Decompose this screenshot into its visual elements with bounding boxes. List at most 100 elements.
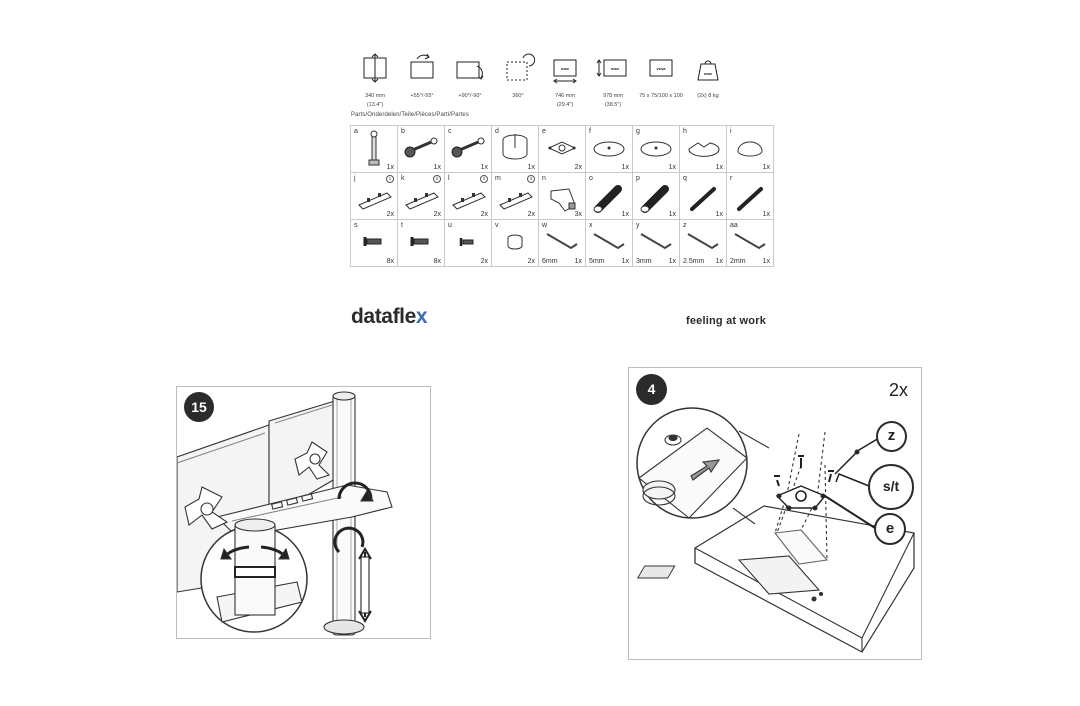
part-quantity: 1x <box>668 258 676 265</box>
spec-item: 360° <box>495 52 541 101</box>
spec-item: 340 mm (13.4") <box>352 52 398 110</box>
quantity-label: 2x <box>888 380 908 400</box>
part-quantity: 1x <box>715 211 723 218</box>
part-quantity: 1x <box>621 164 629 171</box>
spec-label: 360° <box>512 93 524 99</box>
part-letter: k <box>401 175 405 182</box>
part-quantity: 2x <box>527 258 535 265</box>
part-cell: b 1x <box>398 126 445 173</box>
svg-text:max: max <box>561 66 570 71</box>
long-bolt-icon <box>690 187 716 211</box>
part-letter: s <box>354 222 358 229</box>
brand-name-main: datafle <box>351 305 416 328</box>
part-cell: v 2x <box>492 220 539 267</box>
part-letter: q <box>683 175 687 182</box>
vesa-mount-illustration <box>636 407 915 653</box>
part-letter: p <box>636 175 640 182</box>
part-cell: q 1x <box>680 173 727 220</box>
part-quantity: 8x <box>386 258 394 265</box>
height-adjust-icon <box>363 53 387 83</box>
part-cell: a 1x <box>351 126 398 173</box>
part-quantity: 8x <box>433 258 441 265</box>
vesa-plate-icon <box>547 141 577 155</box>
part-quantity: 1x <box>386 164 394 171</box>
rotate-icon <box>456 61 484 80</box>
max-width-icon: max <box>553 59 577 84</box>
part-quantity: 1x <box>433 164 441 171</box>
spec-label: 746 mm (29.4") <box>555 93 575 108</box>
screw-icon <box>363 237 382 246</box>
vesa-icon: vesa <box>649 59 673 77</box>
cable-clip-icon <box>550 188 576 212</box>
spec-label: +90°/-90° <box>458 93 482 99</box>
part-size: 2.5mm <box>683 258 705 265</box>
part-letter: a <box>354 128 358 135</box>
pole-icon <box>368 130 380 166</box>
dome-cap-icon <box>737 141 763 157</box>
part-quantity: 2x <box>433 211 441 218</box>
arm-icon <box>451 137 485 158</box>
part-letter: u <box>448 222 452 229</box>
part-letter: l <box>448 175 450 182</box>
part-quantity: 1x <box>762 164 770 171</box>
part-quantity: 1x <box>668 211 676 218</box>
spec-label: 75 x 75/100 x 100 <box>639 93 683 99</box>
spec-label: 978 mm (38.5") <box>603 93 623 108</box>
part-cell: r 1x <box>727 173 774 220</box>
parts-title: Parts/Onderdelen/Teile/Pièces/Parti/Part… <box>351 112 469 118</box>
hex-key-icon <box>687 233 719 250</box>
part-step-number: 3 <box>480 175 488 183</box>
part-quantity: 2x <box>527 211 535 218</box>
base-disc-icon <box>593 141 625 157</box>
brand-logo: dataflex <box>351 305 428 329</box>
base-disc-icon <box>640 141 672 157</box>
hex-key-icon <box>640 233 672 250</box>
part-quantity: 3x <box>574 211 582 218</box>
part-letter: b <box>401 128 405 135</box>
part-letter: v <box>495 222 499 229</box>
part-letter: r <box>730 175 733 182</box>
step-number-badge: 15 <box>184 392 214 422</box>
part-quantity: 2x <box>386 211 394 218</box>
bracket-icon <box>452 192 486 210</box>
small-screw-icon <box>459 238 474 246</box>
tagline: feeling at work <box>686 315 767 327</box>
part-quantity: 1x <box>762 211 770 218</box>
part-letter: x <box>589 222 593 229</box>
part-quantity: 1x <box>621 211 629 218</box>
max-height-icon: max <box>596 59 627 77</box>
part-quantity: 1x <box>715 164 723 171</box>
part-quantity: 1x <box>527 164 535 171</box>
part-letter: d <box>495 128 499 135</box>
part-cell: p 1x <box>633 173 680 220</box>
threaded-rod-icon <box>640 185 669 213</box>
long-bolt-icon <box>737 187 763 211</box>
part-quantity: 1x <box>480 164 488 171</box>
part-letter: y <box>636 222 640 229</box>
hex-key-icon <box>593 233 625 250</box>
part-cell: k 2x 2 <box>398 173 445 220</box>
spec-item: max 746 mm (29.4") <box>542 52 588 110</box>
callout-part-st: s/t <box>868 464 914 510</box>
part-step-number: 2 <box>433 175 441 183</box>
part-quantity: 1x <box>762 258 770 265</box>
brand-name-accent: x <box>415 305 428 328</box>
part-letter: j <box>354 175 356 182</box>
part-letter: aa <box>730 222 738 229</box>
svg-text:max: max <box>704 71 713 76</box>
part-quantity: 1x <box>668 164 676 171</box>
spec-label: (2x) 8 kg <box>697 93 719 99</box>
arm-icon <box>404 137 438 158</box>
